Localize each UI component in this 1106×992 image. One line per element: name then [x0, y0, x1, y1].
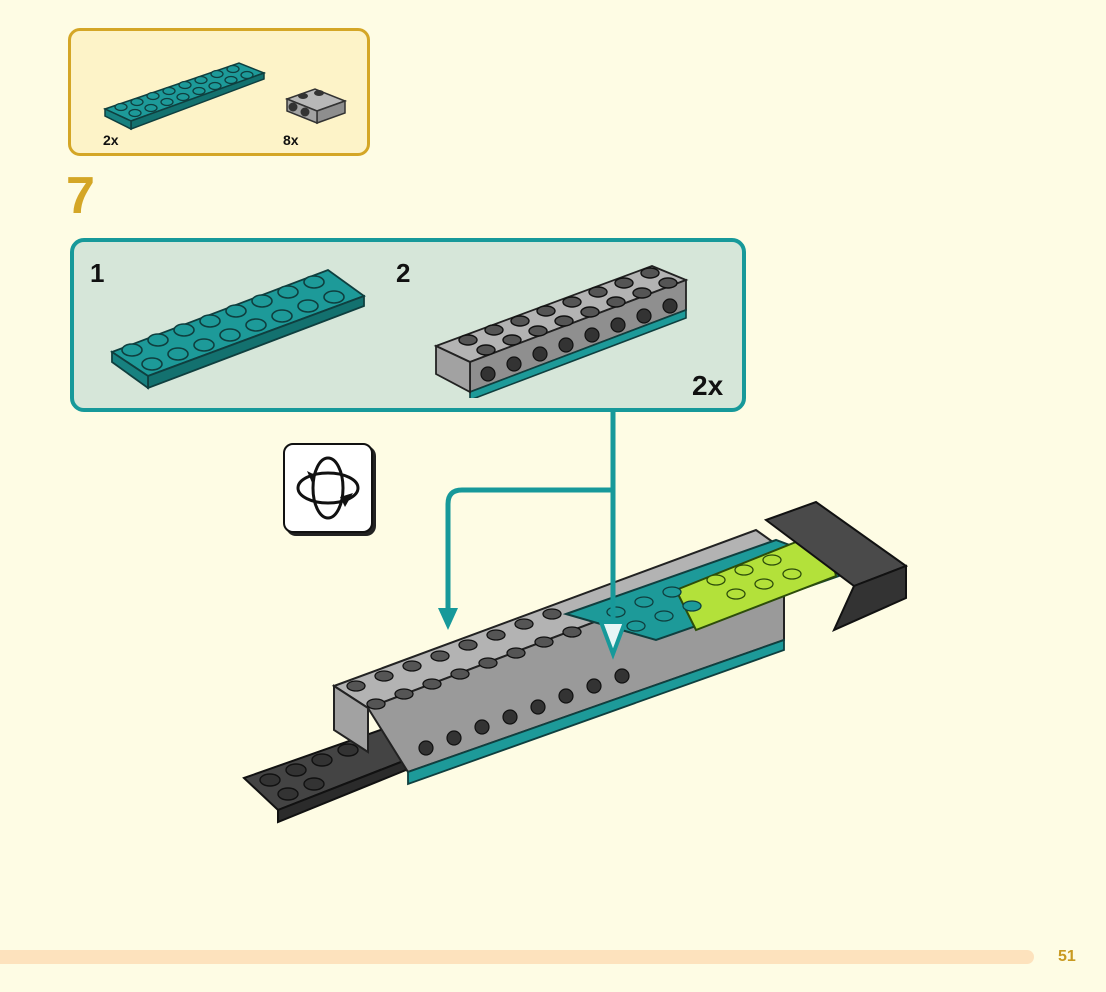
substep-number: 1 — [90, 258, 105, 288]
page-footer-bar — [0, 950, 1034, 964]
substep-1-teal-plate-image — [110, 268, 366, 390]
parts-list-box: 2x 8x — [68, 28, 370, 156]
placement-arrows — [438, 412, 628, 660]
sub-assembly-box: 1 2 2x — [70, 238, 746, 412]
part-quantity: 2x — [103, 132, 119, 148]
part-quantity: 8x — [283, 132, 299, 148]
rotate-model-icon — [283, 443, 373, 533]
substep-2-bracket-assembly-image — [433, 265, 689, 398]
step-number: 7 — [66, 167, 95, 225]
page-number: 51 — [1058, 948, 1076, 965]
main-model-image — [242, 500, 909, 824]
substep-multiplier: 2x — [692, 370, 724, 401]
teal-plate-part-image — [102, 62, 267, 131]
gray-bracket-part-image — [284, 88, 348, 125]
substep-number: 2 — [396, 258, 411, 288]
